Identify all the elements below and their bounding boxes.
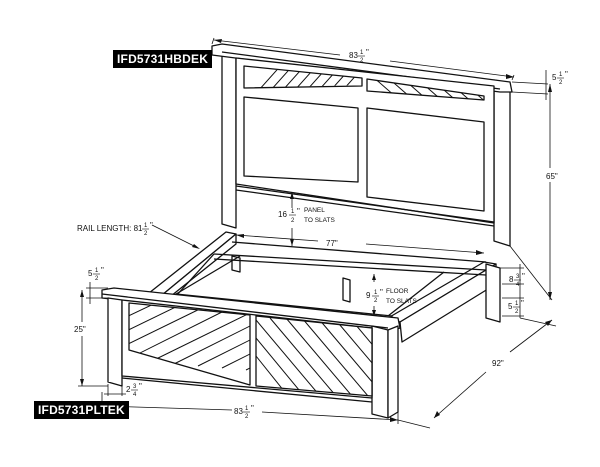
svg-text:": " — [150, 221, 153, 230]
svg-text:2: 2 — [95, 276, 99, 282]
svg-text:TO SLATS: TO SLATS — [386, 298, 417, 305]
dim-rail-length: RAIL LENGTH: 81 1 2 " — [77, 221, 153, 237]
dim-floor-to-slats: 9 1 2 " FLOOR TO SLATS — [366, 288, 417, 305]
dim-rail-height: 8 3 4 " — [509, 272, 525, 288]
svg-text:9: 9 — [366, 291, 371, 300]
right-rear-leg — [485, 263, 501, 323]
dim-headboard-width: 83 1 2 " — [349, 48, 369, 64]
svg-text:": " — [139, 382, 142, 391]
dim-headboard-top-thickness: 5 1 2 " — [552, 70, 568, 86]
footboard-panel-left — [128, 302, 251, 386]
headboard-right-post — [493, 79, 511, 247]
svg-text:PANEL: PANEL — [304, 207, 325, 214]
dim-leg-height: 5 1 2 " — [508, 299, 524, 315]
svg-text:2: 2 — [291, 218, 295, 224]
headboard-model-label: IFD5731HBDEK — [113, 50, 213, 68]
svg-text:": " — [521, 299, 524, 308]
svg-text:83: 83 — [234, 407, 243, 416]
svg-text:2: 2 — [559, 80, 563, 86]
dim-post-width: 2 3 4 " — [126, 382, 142, 398]
footboard-left-post — [107, 297, 123, 387]
dim-footboard-top-thickness: 5 1 2 " — [88, 266, 104, 282]
svg-text:3: 3 — [133, 384, 137, 390]
svg-text:": " — [251, 404, 254, 413]
dim-footboard-height: 25" — [74, 325, 86, 334]
dim-panel-to-slats: 16 1 2 " PANEL TO SLATS — [278, 207, 335, 224]
svg-text:": " — [366, 48, 369, 57]
dim-overall-length: 92" — [492, 359, 504, 368]
svg-text:1: 1 — [515, 301, 519, 307]
dim-inner-width: 77" — [326, 239, 338, 248]
svg-text:4: 4 — [516, 282, 520, 288]
headboard-left-post — [221, 54, 237, 229]
svg-text:1: 1 — [374, 290, 378, 296]
svg-text:5: 5 — [552, 73, 557, 82]
footboard-panel-right — [255, 315, 373, 397]
svg-text:1: 1 — [144, 223, 148, 229]
svg-text:2: 2 — [126, 385, 131, 394]
svg-text:4: 4 — [133, 392, 137, 398]
svg-text:FLOOR: FLOOR — [386, 288, 409, 295]
svg-text:1: 1 — [360, 50, 364, 56]
svg-text:1: 1 — [559, 72, 563, 78]
svg-text:": " — [522, 272, 525, 281]
svg-text:TO SLATS: TO SLATS — [304, 217, 335, 224]
svg-text:16: 16 — [278, 210, 287, 219]
svg-text:3: 3 — [516, 274, 520, 280]
left-rail-inner-face — [155, 233, 237, 301]
svg-text:": " — [565, 70, 568, 79]
svg-text:1: 1 — [95, 268, 99, 274]
dim-headboard-height: 65" — [546, 172, 558, 181]
svg-text:83: 83 — [349, 51, 358, 60]
svg-text:RAIL LENGTH: 81: RAIL LENGTH: 81 — [77, 224, 143, 233]
svg-text:5: 5 — [88, 269, 93, 278]
svg-text:2: 2 — [360, 58, 364, 64]
svg-text:8: 8 — [509, 275, 514, 284]
svg-text:2: 2 — [245, 414, 249, 420]
svg-text:2: 2 — [144, 231, 148, 237]
footboard-right-post — [371, 325, 389, 419]
svg-text:": " — [101, 266, 104, 275]
dimension-lines — [78, 37, 557, 429]
headboard — [211, 43, 513, 247]
svg-text:5: 5 — [508, 302, 513, 311]
svg-text:": " — [380, 288, 383, 297]
svg-text:2: 2 — [515, 309, 519, 315]
svg-text:1: 1 — [245, 406, 249, 412]
headboard-lower-panel-right — [366, 107, 485, 212]
headboard-lower-panel-left — [243, 96, 359, 183]
dim-footboard-width: 83 1 2 " — [234, 404, 254, 420]
svg-text:1: 1 — [291, 209, 295, 215]
svg-text:2: 2 — [374, 298, 378, 304]
svg-text:": " — [297, 207, 300, 216]
headboard-upper-panel-left — [243, 65, 363, 89]
platform-model-label: IFD5731PLTEK — [34, 401, 129, 419]
footboard-right-post-side — [387, 325, 399, 419]
mid-support-leg — [342, 277, 351, 303]
